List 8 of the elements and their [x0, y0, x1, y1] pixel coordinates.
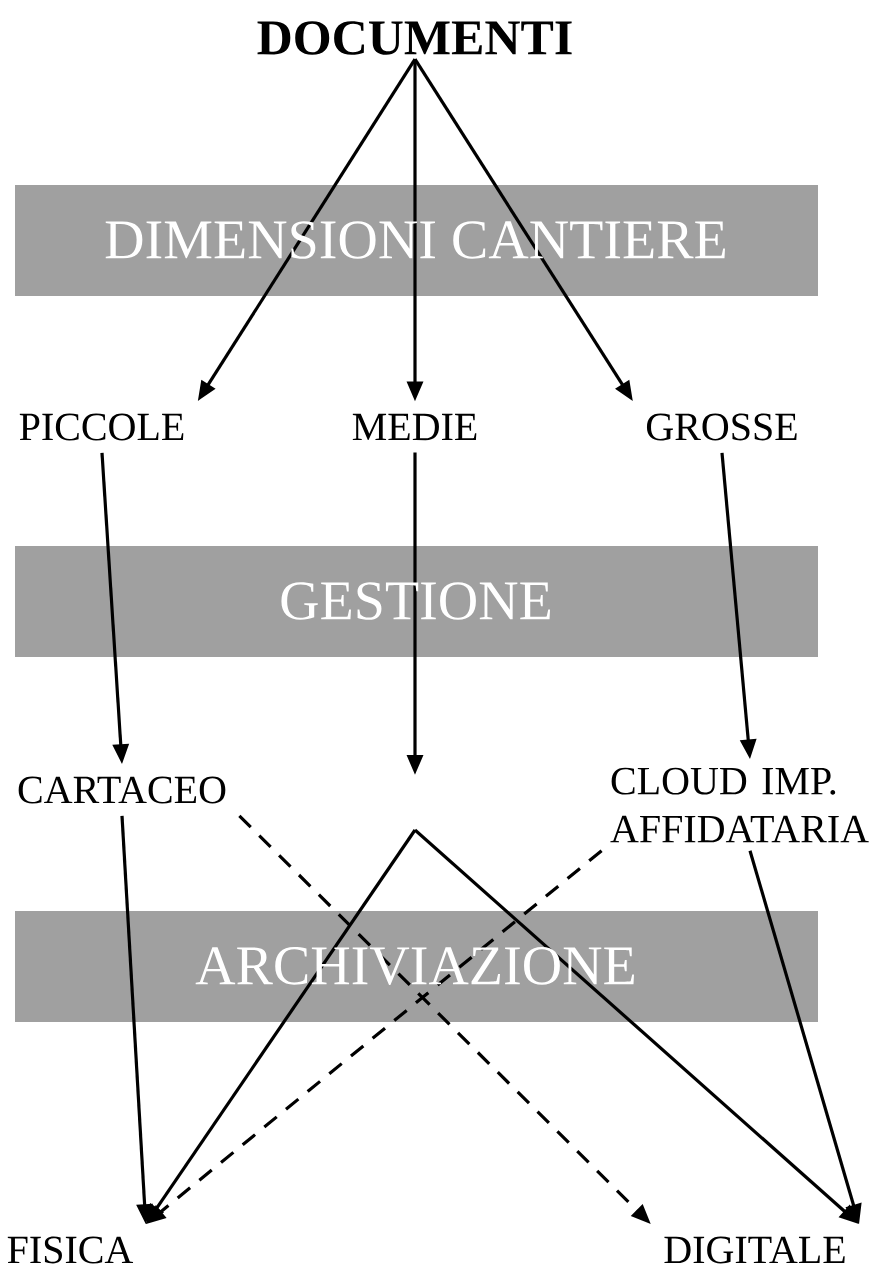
node-label: MEDIE — [352, 413, 477, 441]
node-label: CLOUD IMP. AFFIDATARIA — [610, 767, 869, 843]
node-label: CARTACEO — [18, 776, 226, 804]
node-label: FISICA — [7, 1236, 134, 1264]
title-text: DOCUMENTI — [257, 21, 572, 55]
node-label: DIGITALE — [664, 1236, 845, 1264]
node-label: PICCOLE — [19, 413, 184, 441]
node-label: GROSSE — [646, 413, 797, 441]
